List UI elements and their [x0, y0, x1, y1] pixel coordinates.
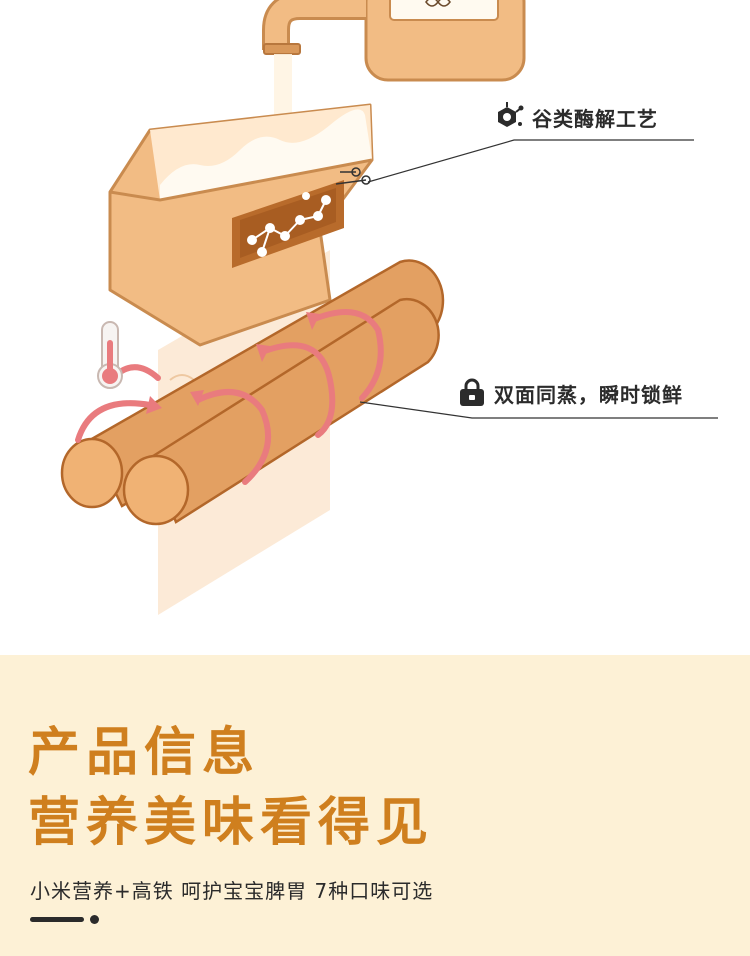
- steam-label: 双面同蒸，瞬时锁鲜: [494, 382, 683, 407]
- scissors-icon: [335, 167, 371, 185]
- lock-icon: [460, 378, 484, 406]
- feed-pipe: [262, 0, 366, 55]
- decorative-bar: [30, 917, 84, 922]
- arrow-heads: [146, 312, 320, 414]
- steam-callout: 双面同蒸，瞬时锁鲜: [458, 378, 683, 408]
- section-title: 产品信息: [28, 723, 261, 783]
- steam-leader-line: [359, 401, 718, 419]
- roller-front: [122, 298, 440, 526]
- enzyme-label: 谷类酶解工艺: [532, 106, 658, 131]
- rotation-arrows: [75, 309, 384, 485]
- process-illustration: [60, 0, 718, 615]
- molecule-icon: [498, 102, 524, 127]
- product-info-panel: 产品信息 营养美味看得见 小米营养+高铁 呵护宝宝脾胃 7种口味可选: [0, 655, 750, 956]
- storage-tank: [364, 0, 526, 82]
- enzyme-callout: 谷类酶解工艺: [490, 100, 658, 134]
- section-subtitle: 小米营养+高铁 呵护宝宝脾胃 7种口味可选: [30, 879, 434, 903]
- hopper: [108, 103, 374, 347]
- enzyme-leader-line: [367, 139, 694, 183]
- section-headline: 营养美味看得见: [28, 793, 435, 853]
- thermometer-icon: [97, 321, 123, 389]
- decorative-dot: [90, 915, 99, 924]
